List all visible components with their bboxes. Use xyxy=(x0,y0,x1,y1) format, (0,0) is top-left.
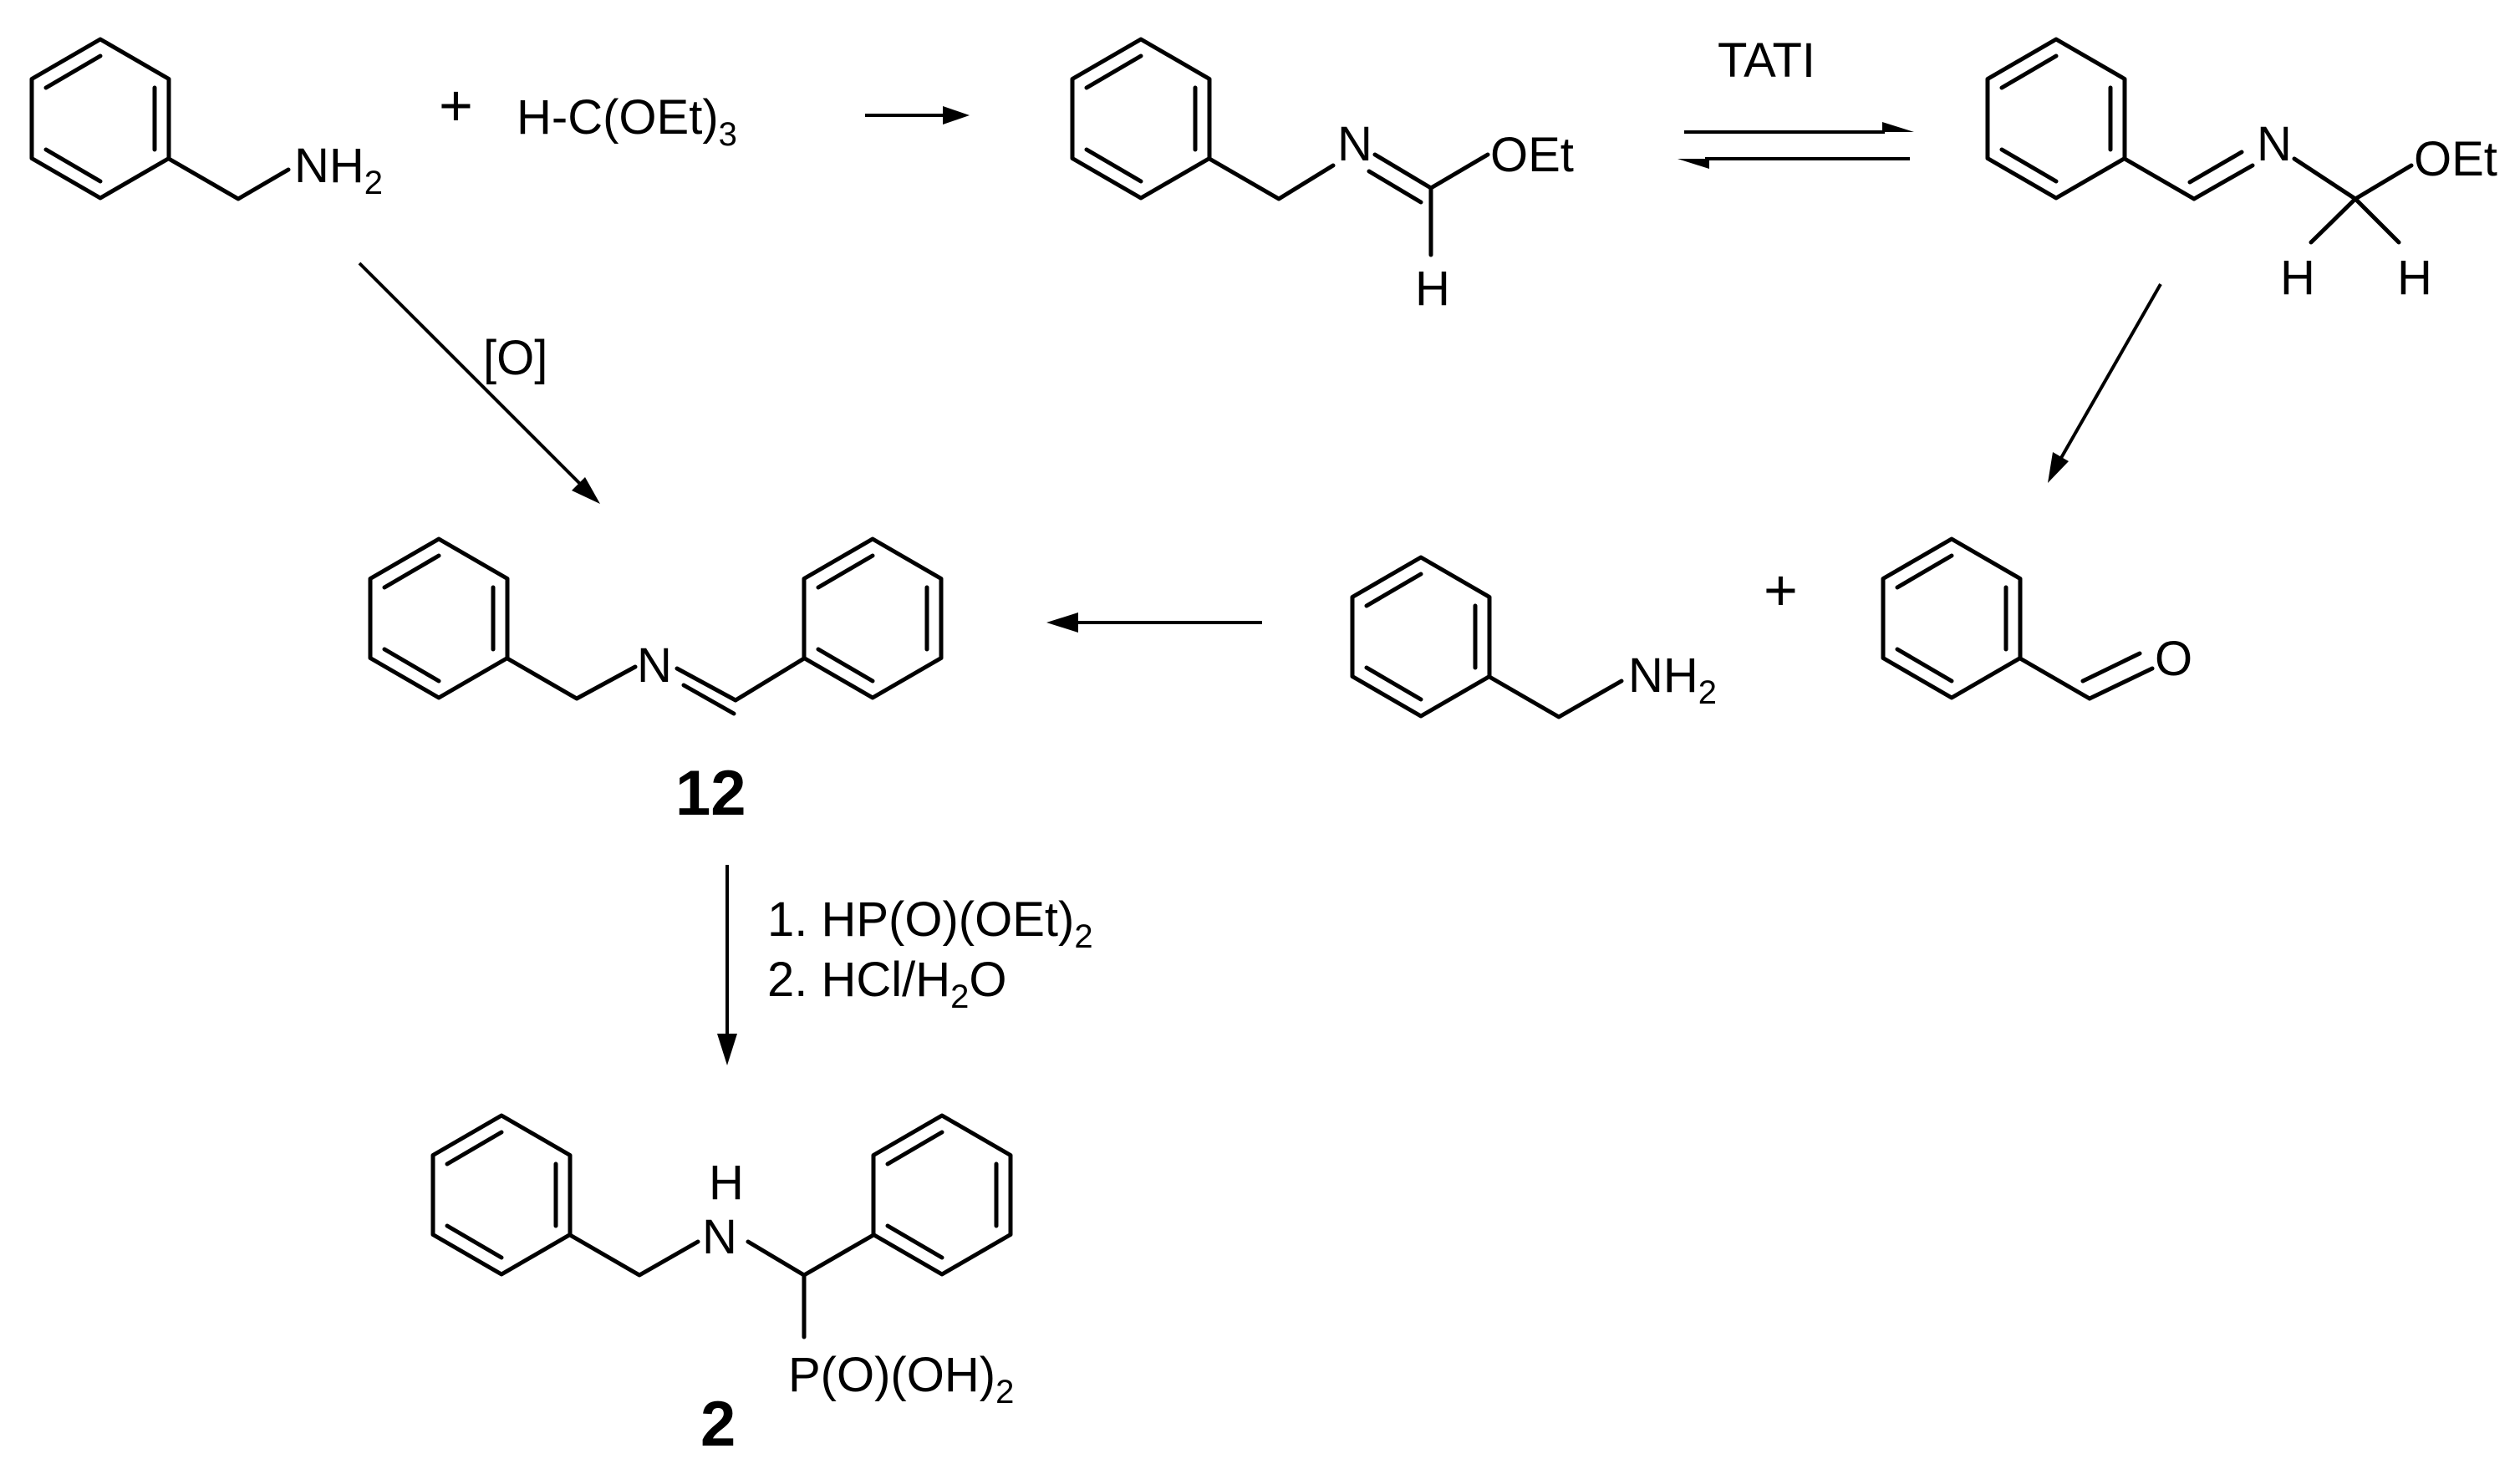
svg-text:O: O xyxy=(2155,632,2192,686)
svg-text:NH2: NH2 xyxy=(1628,648,1717,711)
svg-text:OEt: OEt xyxy=(2414,132,2497,186)
svg-text:OEt: OEt xyxy=(1490,128,1574,182)
plus-sign-middle: + xyxy=(1764,557,1798,623)
benzaldehyde: O xyxy=(1883,539,2192,701)
svg-text:H: H xyxy=(709,1156,744,1210)
arrow-to-imine xyxy=(1046,612,1262,633)
svg-text:N: N xyxy=(637,638,672,693)
svg-text:H: H xyxy=(2397,251,2432,305)
svg-text:P(O)(OH)2: P(O)(OH)2 xyxy=(788,1348,1014,1410)
benzylamine-start: NH2 xyxy=(32,39,383,201)
oxidation-label: [O] xyxy=(483,331,547,385)
triethyl-orthoformate: H-C(OEt)3 xyxy=(517,90,737,153)
svg-text:H: H xyxy=(2280,251,2315,305)
aminophosphonic-acid-product: H N P(O)(OH)2 xyxy=(433,1116,1014,1410)
n-benzylidenebenzylamine: N xyxy=(370,539,941,716)
ethyl-n-benzylformimidate: N OEt H xyxy=(1072,39,1574,316)
tati-label: TATI xyxy=(1718,33,1815,88)
benzylamine-regenerated: NH2 xyxy=(1352,557,1717,719)
compound-label-2: 2 xyxy=(700,1389,736,1460)
phosphonylation-arrow xyxy=(717,865,737,1065)
arrow-to-aldehyde xyxy=(2048,283,2162,483)
svg-text:N: N xyxy=(2257,117,2292,171)
svg-text:N: N xyxy=(702,1210,737,1264)
reagent-step-1: 1. HP(O)(OEt)2 xyxy=(767,892,1093,955)
arrow-to-imidate xyxy=(865,106,970,125)
tati-equilibrium-arrows: TATI xyxy=(1677,33,1914,169)
svg-text:NH2: NH2 xyxy=(294,139,383,201)
reagent-step-2: 2. HCl/H2O xyxy=(767,953,1007,1015)
oxidation-arrow: [O] xyxy=(358,262,600,504)
svg-text:H: H xyxy=(1415,262,1450,316)
compound-label-12: 12 xyxy=(675,758,746,829)
n-benzylidene-ethoxymethylamine: N OEt H H xyxy=(1988,39,2497,305)
plus-sign-top: + xyxy=(439,73,473,138)
svg-text:N: N xyxy=(1337,117,1372,171)
